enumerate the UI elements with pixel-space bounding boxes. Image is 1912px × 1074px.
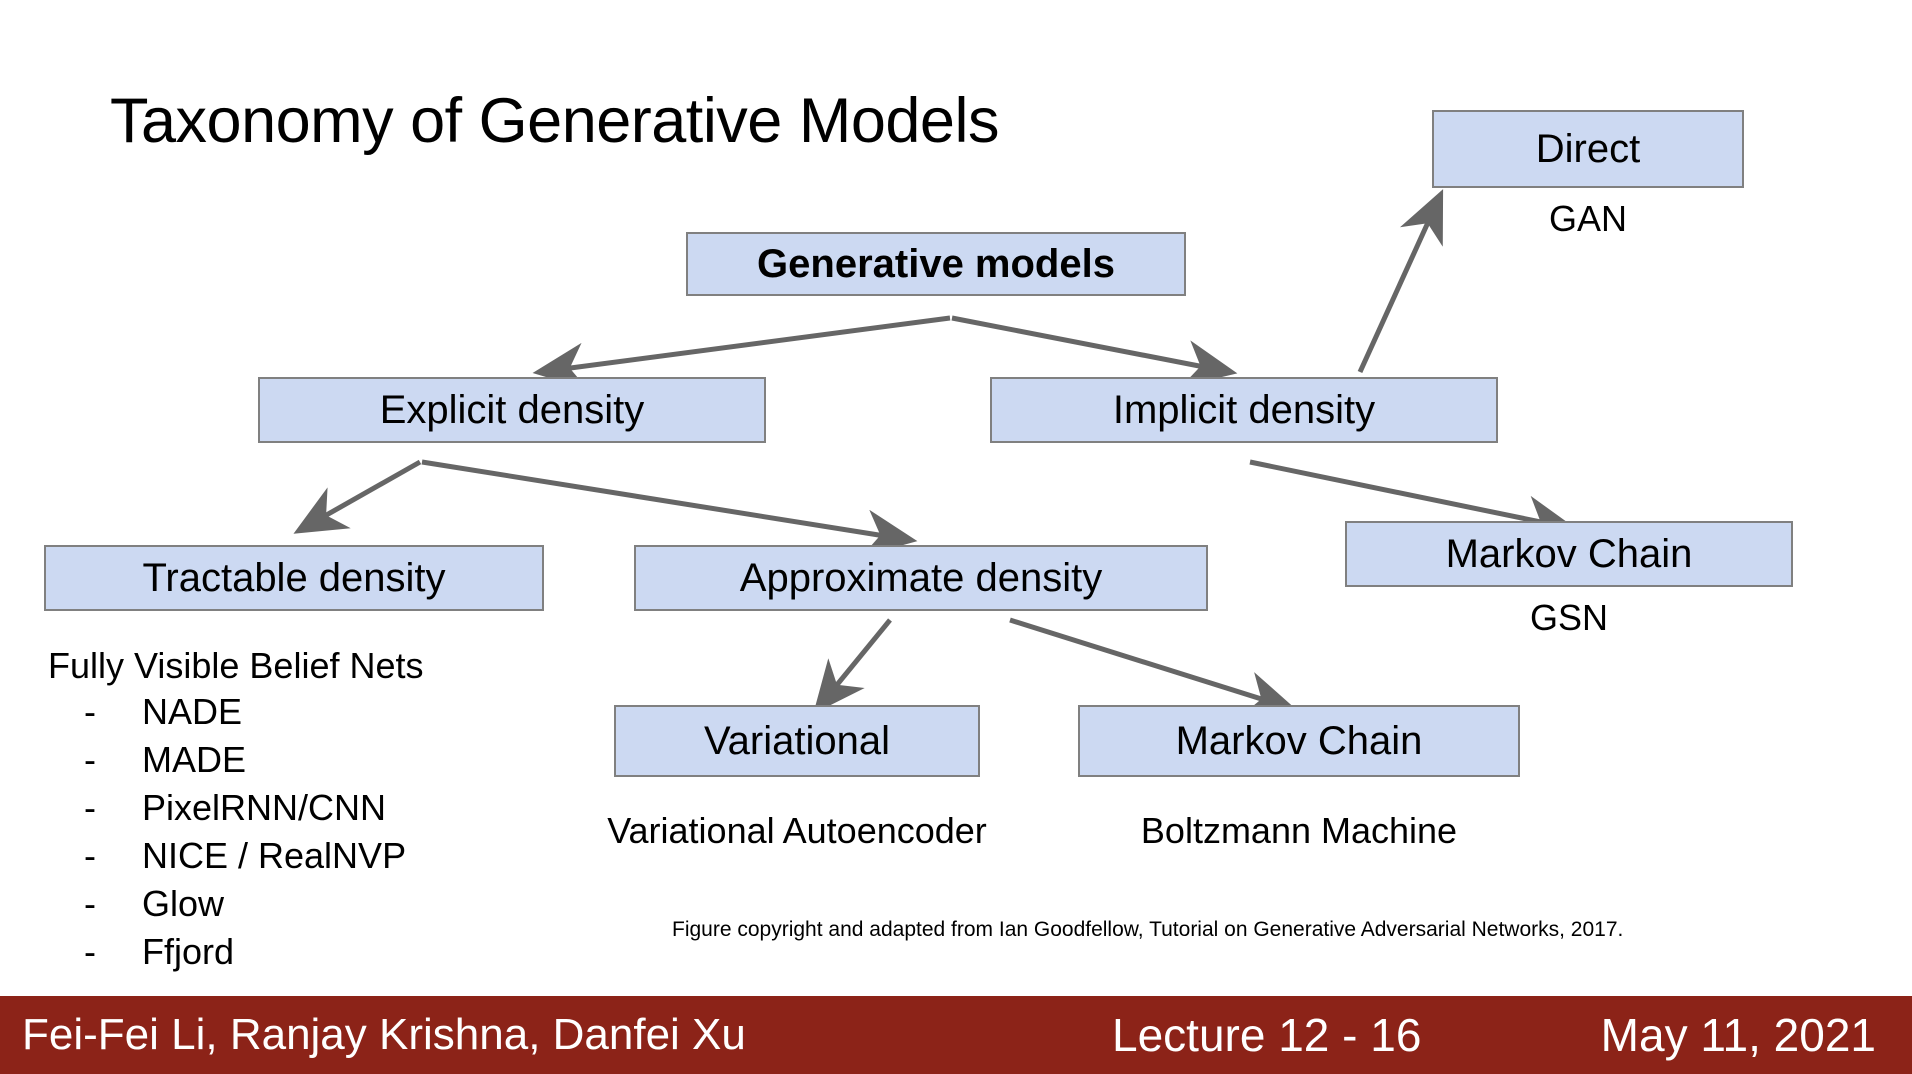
- bullet-dash: -: [84, 787, 96, 828]
- bullet-dash: -: [84, 691, 96, 732]
- bullet-dash: -: [84, 739, 96, 780]
- footer-authors: Fei-Fei Li, Ranjay Krishna, Danfei Xu: [22, 1010, 746, 1059]
- caption-boltzmann-machine: Boltzmann Machine: [1140, 810, 1458, 851]
- node-markov-chain-right-label: Markov Chain: [1445, 531, 1693, 576]
- fvbn-items: - NADE - MADE - PixelRNN/CNN - NICE / Re…: [48, 694, 424, 982]
- node-implicit-density[interactable]: Implicit density: [990, 377, 1498, 443]
- node-generative-models[interactable]: Generative models: [686, 232, 1186, 296]
- node-markov-chain-bottom-label: Markov Chain: [1175, 718, 1423, 763]
- list-item: - Glow: [48, 886, 424, 934]
- list-item: - Ffjord: [48, 934, 424, 982]
- node-direct-label: Direct: [1535, 126, 1641, 171]
- edge-generative-to-explicit: [532, 315, 951, 390]
- caption-variational-autoencoder: Variational Autoencoder: [607, 810, 987, 851]
- node-markov-chain-right[interactable]: Markov Chain: [1345, 521, 1793, 587]
- node-tractable-density[interactable]: Tractable density: [44, 545, 544, 611]
- edge-approximate-to-markov-bottom: [1009, 617, 1298, 717]
- footer-lecture-number: Lecture 12 - 16: [1112, 1009, 1422, 1061]
- list-item-label: Ffjord: [142, 931, 235, 972]
- tractable-density-detail-list: Fully Visible Belief Nets - NADE - MADE …: [48, 648, 424, 982]
- slide-footer: Fei-Fei Li, Ranjay Krishna, Danfei Xu Le…: [0, 996, 1912, 1074]
- node-variational[interactable]: Variational: [614, 705, 980, 777]
- bullet-dash: -: [84, 835, 96, 876]
- node-approximate-density-label: Approximate density: [739, 555, 1103, 600]
- caption-gan: GAN: [1548, 198, 1627, 239]
- edge-generative-to-implicit: [951, 315, 1238, 387]
- list-item-label: NICE / RealNVP: [142, 835, 407, 876]
- list-item: - PixelRNN/CNN: [48, 790, 424, 838]
- edge-approximate-to-variational: [813, 618, 892, 714]
- footer-date: May 11, 2021: [1600, 1009, 1876, 1061]
- edge-explicit-to-tractable: [293, 459, 422, 534]
- node-markov-chain-bottom[interactable]: Markov Chain: [1078, 705, 1520, 777]
- node-explicit-density[interactable]: Explicit density: [258, 377, 766, 443]
- bullet-dash: -: [84, 931, 96, 972]
- edge-explicit-to-approximate: [421, 459, 918, 557]
- node-direct[interactable]: Direct: [1432, 110, 1744, 188]
- list-item: - NADE: [48, 694, 424, 742]
- figure-credit: Figure copyright and adapted from Ian Go…: [672, 918, 1624, 941]
- node-tractable-density-label: Tractable density: [142, 555, 446, 600]
- list-item: - NICE / RealNVP: [48, 838, 424, 886]
- list-item-label: PixelRNN/CNN: [142, 787, 387, 828]
- node-variational-label: Variational: [703, 718, 891, 763]
- list-item-label: NADE: [142, 691, 243, 732]
- edge-implicit-to-direct: [1357, 189, 1444, 374]
- page-title: Taxonomy of Generative Models: [110, 86, 999, 156]
- list-item: - MADE: [48, 742, 424, 790]
- node-implicit-density-label: Implicit density: [1112, 387, 1376, 432]
- fvbn-title: Fully Visible Belief Nets: [48, 645, 424, 686]
- caption-gsn: GSN: [1529, 597, 1608, 638]
- edge-implicit-to-markov-right: [1249, 459, 1578, 542]
- node-approximate-density[interactable]: Approximate density: [634, 545, 1208, 611]
- bullet-dash: -: [84, 883, 96, 924]
- node-generative-models-label: Generative models: [757, 241, 1115, 286]
- node-explicit-density-label: Explicit density: [379, 387, 645, 432]
- list-item-label: MADE: [142, 739, 247, 780]
- list-item-label: Glow: [142, 883, 225, 924]
